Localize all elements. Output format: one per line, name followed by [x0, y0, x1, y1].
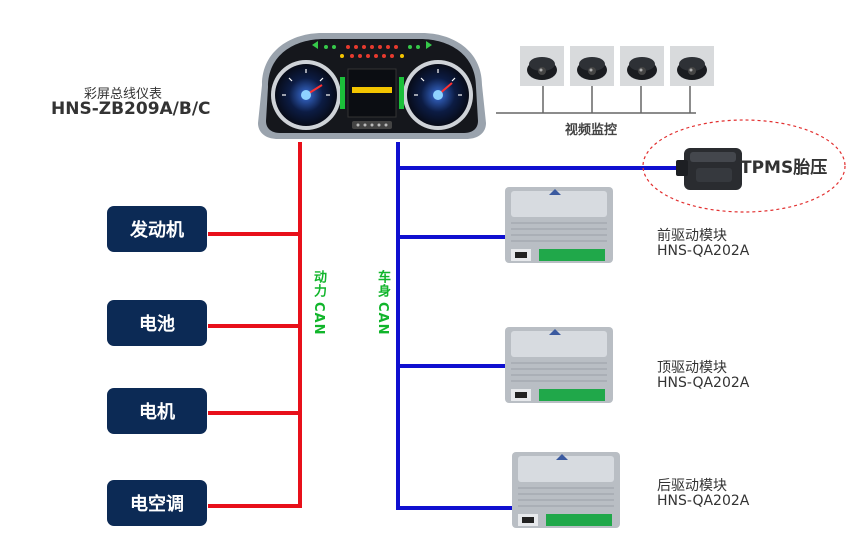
camera-group [520, 46, 716, 86]
video-label: 视频监控 [565, 123, 618, 138]
node-motor: 电机 [107, 388, 207, 434]
module-top-name: 顶驱动模块 [657, 360, 727, 376]
camera-icon [620, 46, 664, 86]
instrument-cluster-image [258, 33, 486, 139]
body-can-label: 车身 CAN [373, 270, 392, 335]
power-can-label: 动力 CAN [309, 270, 328, 335]
module-rear-image [512, 452, 620, 528]
module-rear-name: 后驱动模块 [657, 478, 727, 494]
module-front-image [505, 187, 613, 263]
camera-icon [520, 46, 564, 86]
module-top-image [505, 327, 613, 403]
node-engine: 发动机 [107, 206, 207, 252]
cluster-name: 彩屏总线仪表 [84, 87, 163, 102]
node-battery: 电池 [107, 300, 207, 346]
tpms-device-image [676, 148, 742, 190]
body-can-label-cn: 车身 [375, 270, 390, 298]
power-can-bus [208, 142, 302, 508]
camera-icon [670, 46, 714, 86]
cluster-model: HNS-ZB209A/B/C [51, 99, 211, 119]
node-ac: 电空调 [107, 480, 207, 526]
camera-icon [570, 46, 614, 86]
module-front-model: HNS-QA202A [657, 243, 750, 259]
module-top-model: HNS-QA202A [657, 375, 750, 391]
body-can-label-en: CAN [375, 302, 390, 336]
power-can-label-en: CAN [311, 302, 326, 336]
power-can-label-cn: 动力 [311, 270, 326, 298]
tpms-label: TPMS胎压 [740, 158, 828, 178]
module-front-name: 前驱动模块 [657, 228, 727, 244]
module-rear-model: HNS-QA202A [657, 493, 750, 509]
body-can-bus [396, 142, 682, 510]
tpms-highlight-ellipse [642, 119, 846, 213]
video-bus [496, 86, 696, 114]
